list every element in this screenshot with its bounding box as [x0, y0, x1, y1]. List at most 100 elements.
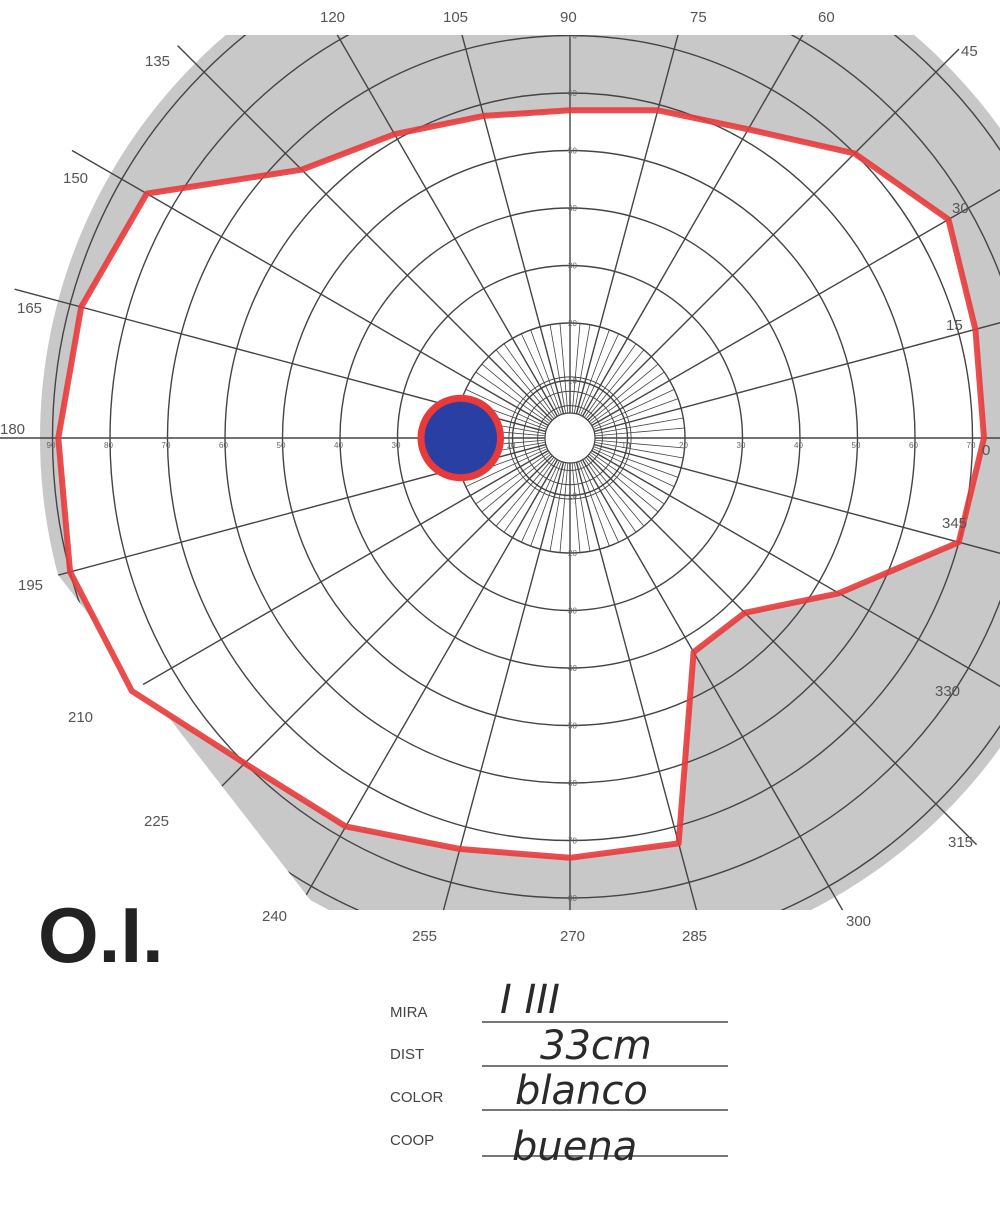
grid-spoke-210: [71, 449, 549, 727]
ring-label-180-40: 40: [334, 441, 343, 450]
ring-label-90-30: 30: [568, 262, 577, 271]
ring-label-270-70: 70: [568, 837, 577, 846]
ring-label-270-80: 80: [568, 894, 577, 903]
grid-fine-spoke-340: [593, 446, 679, 478]
field-value-dist: 33cm: [540, 1023, 652, 1069]
ring-label-0-10: 10: [622, 441, 631, 450]
ring-label-270-60: 60: [568, 779, 577, 788]
meridian-label-210: 210: [68, 709, 93, 726]
ring-label-270-30: 30: [568, 607, 577, 616]
grid-fine-spoke-235: [503, 458, 557, 533]
grid-spoke-135: [162, 35, 554, 422]
ring-label-90-50: 50: [568, 147, 577, 156]
ring-label-270-40: 40: [568, 664, 577, 673]
field-label-mira: MIRA: [390, 1004, 428, 1021]
meridian-label-195: 195: [18, 577, 43, 594]
grid-fine-spoke-20: [593, 398, 679, 430]
grid-fine-spoke-125: [503, 343, 557, 418]
grid-spoke-285: [575, 461, 720, 910]
ring-label-270-10: 10: [568, 492, 577, 501]
meridian-label-150: 150: [63, 170, 88, 187]
grid-fine-spoke-335: [592, 448, 675, 487]
grid-fine-spoke-320: [588, 453, 659, 513]
grid-fine-spoke-65: [580, 333, 619, 416]
grid-fine-spoke-10: [594, 417, 684, 435]
grid-fine-spoke-70: [578, 329, 610, 415]
meridian-label-225: 225: [144, 813, 169, 830]
isopter-line: [55, 107, 987, 861]
grid-spoke-345: [593, 443, 1000, 588]
grid-spoke-225: [162, 454, 554, 846]
grid-fine-spoke-220: [481, 453, 552, 513]
grid-spoke-300: [581, 459, 859, 910]
meridian-label-315: 315: [948, 834, 973, 851]
eye-label: O.I.: [38, 891, 164, 979]
ring-label-180-70: 70: [162, 441, 171, 450]
meridian-label-255: 255: [412, 928, 437, 945]
grid-fine-spoke-350: [594, 441, 684, 459]
grid-fine-spoke-245: [521, 460, 560, 543]
grid-fine-spoke-35: [590, 371, 665, 425]
grid-fine-spoke-205: [465, 448, 548, 487]
ring-label-90-70: 70: [568, 32, 577, 41]
meridian-label-15: 15: [946, 317, 963, 334]
grid-fine-spoke-230: [495, 456, 555, 527]
grid-fine-spoke-280: [573, 462, 591, 552]
grid-fine-spoke-50: [585, 349, 645, 420]
ring-label-180-90: 90: [47, 441, 56, 450]
grid-fine-spoke-250: [530, 461, 562, 547]
field-value-color: blanco: [515, 1068, 648, 1114]
meridian-label-60: 60: [818, 9, 835, 26]
ring-label-180-10: 10: [507, 441, 516, 450]
grid-fine-spoke-325: [590, 451, 665, 505]
meridian-label-0: 0: [982, 442, 990, 459]
ring-label-0-50: 50: [852, 441, 861, 450]
grid-fine-spoke-355: [594, 439, 685, 449]
grid-fine-spoke-265: [559, 462, 569, 553]
meridian-label-45: 45: [961, 43, 978, 60]
grid-spoke-30: [591, 149, 1000, 427]
meridian-label-180: 180: [0, 421, 25, 438]
ring-label-270-90: 90: [568, 952, 577, 961]
meridian-label-240: 240: [262, 908, 287, 925]
grid-fine-spoke-40: [588, 363, 659, 423]
grid-fine-spoke-215: [475, 451, 550, 505]
grid-fine-spoke-145: [475, 371, 550, 425]
grid-spoke-75: [575, 35, 720, 415]
ring-label-0-20: 20: [679, 441, 688, 450]
test-parameters: MIRA I III DIST 33cm COLOR blanco COOP b…: [390, 977, 728, 1170]
meridian-label-300: 300: [846, 913, 871, 930]
ring-label-180-50: 50: [277, 441, 286, 450]
field-label-coop: COOP: [390, 1132, 434, 1149]
meridian-label-30: 30: [952, 200, 969, 217]
grid-fine-spoke-295: [580, 460, 619, 543]
meridian-label-330: 330: [935, 683, 960, 700]
grid-fine-spoke-140: [481, 363, 552, 423]
ring-label-90-60: 60: [568, 89, 577, 98]
grid-fine-spoke-155: [465, 389, 548, 428]
grid-fine-spoke-130: [495, 349, 555, 420]
grid-fine-spoke-55: [583, 343, 637, 418]
field-label-dist: DIST: [390, 1046, 424, 1063]
ring-label-0-70: 70: [967, 441, 976, 450]
grid-fine-spoke-260: [549, 462, 567, 552]
grid-spoke-105: [420, 35, 565, 415]
field-value-coop: buena: [512, 1124, 637, 1170]
grid-spoke-330: [591, 449, 1000, 727]
grid-fine-spoke-115: [521, 333, 560, 416]
field-value-mira: I III: [500, 977, 560, 1023]
grid-spoke-315: [586, 454, 978, 846]
ring-label-90-40: 40: [568, 204, 577, 213]
ring-label-270-50: 50: [568, 722, 577, 731]
blind-spot: [424, 401, 497, 475]
grid-fine-spoke-95: [559, 323, 569, 414]
meridian-labels: 0153045607590105120135150165180195210225…: [0, 9, 990, 945]
grid-fine-spoke-275: [571, 462, 581, 553]
grid-fine-spoke-85: [571, 323, 581, 414]
ring-label-0-60: 60: [909, 441, 918, 450]
grid-spoke-45: [586, 35, 978, 422]
meridian-label-270: 270: [560, 928, 585, 945]
grid-spokes: [0, 35, 1000, 910]
ring-label-0-40: 40: [794, 441, 803, 450]
